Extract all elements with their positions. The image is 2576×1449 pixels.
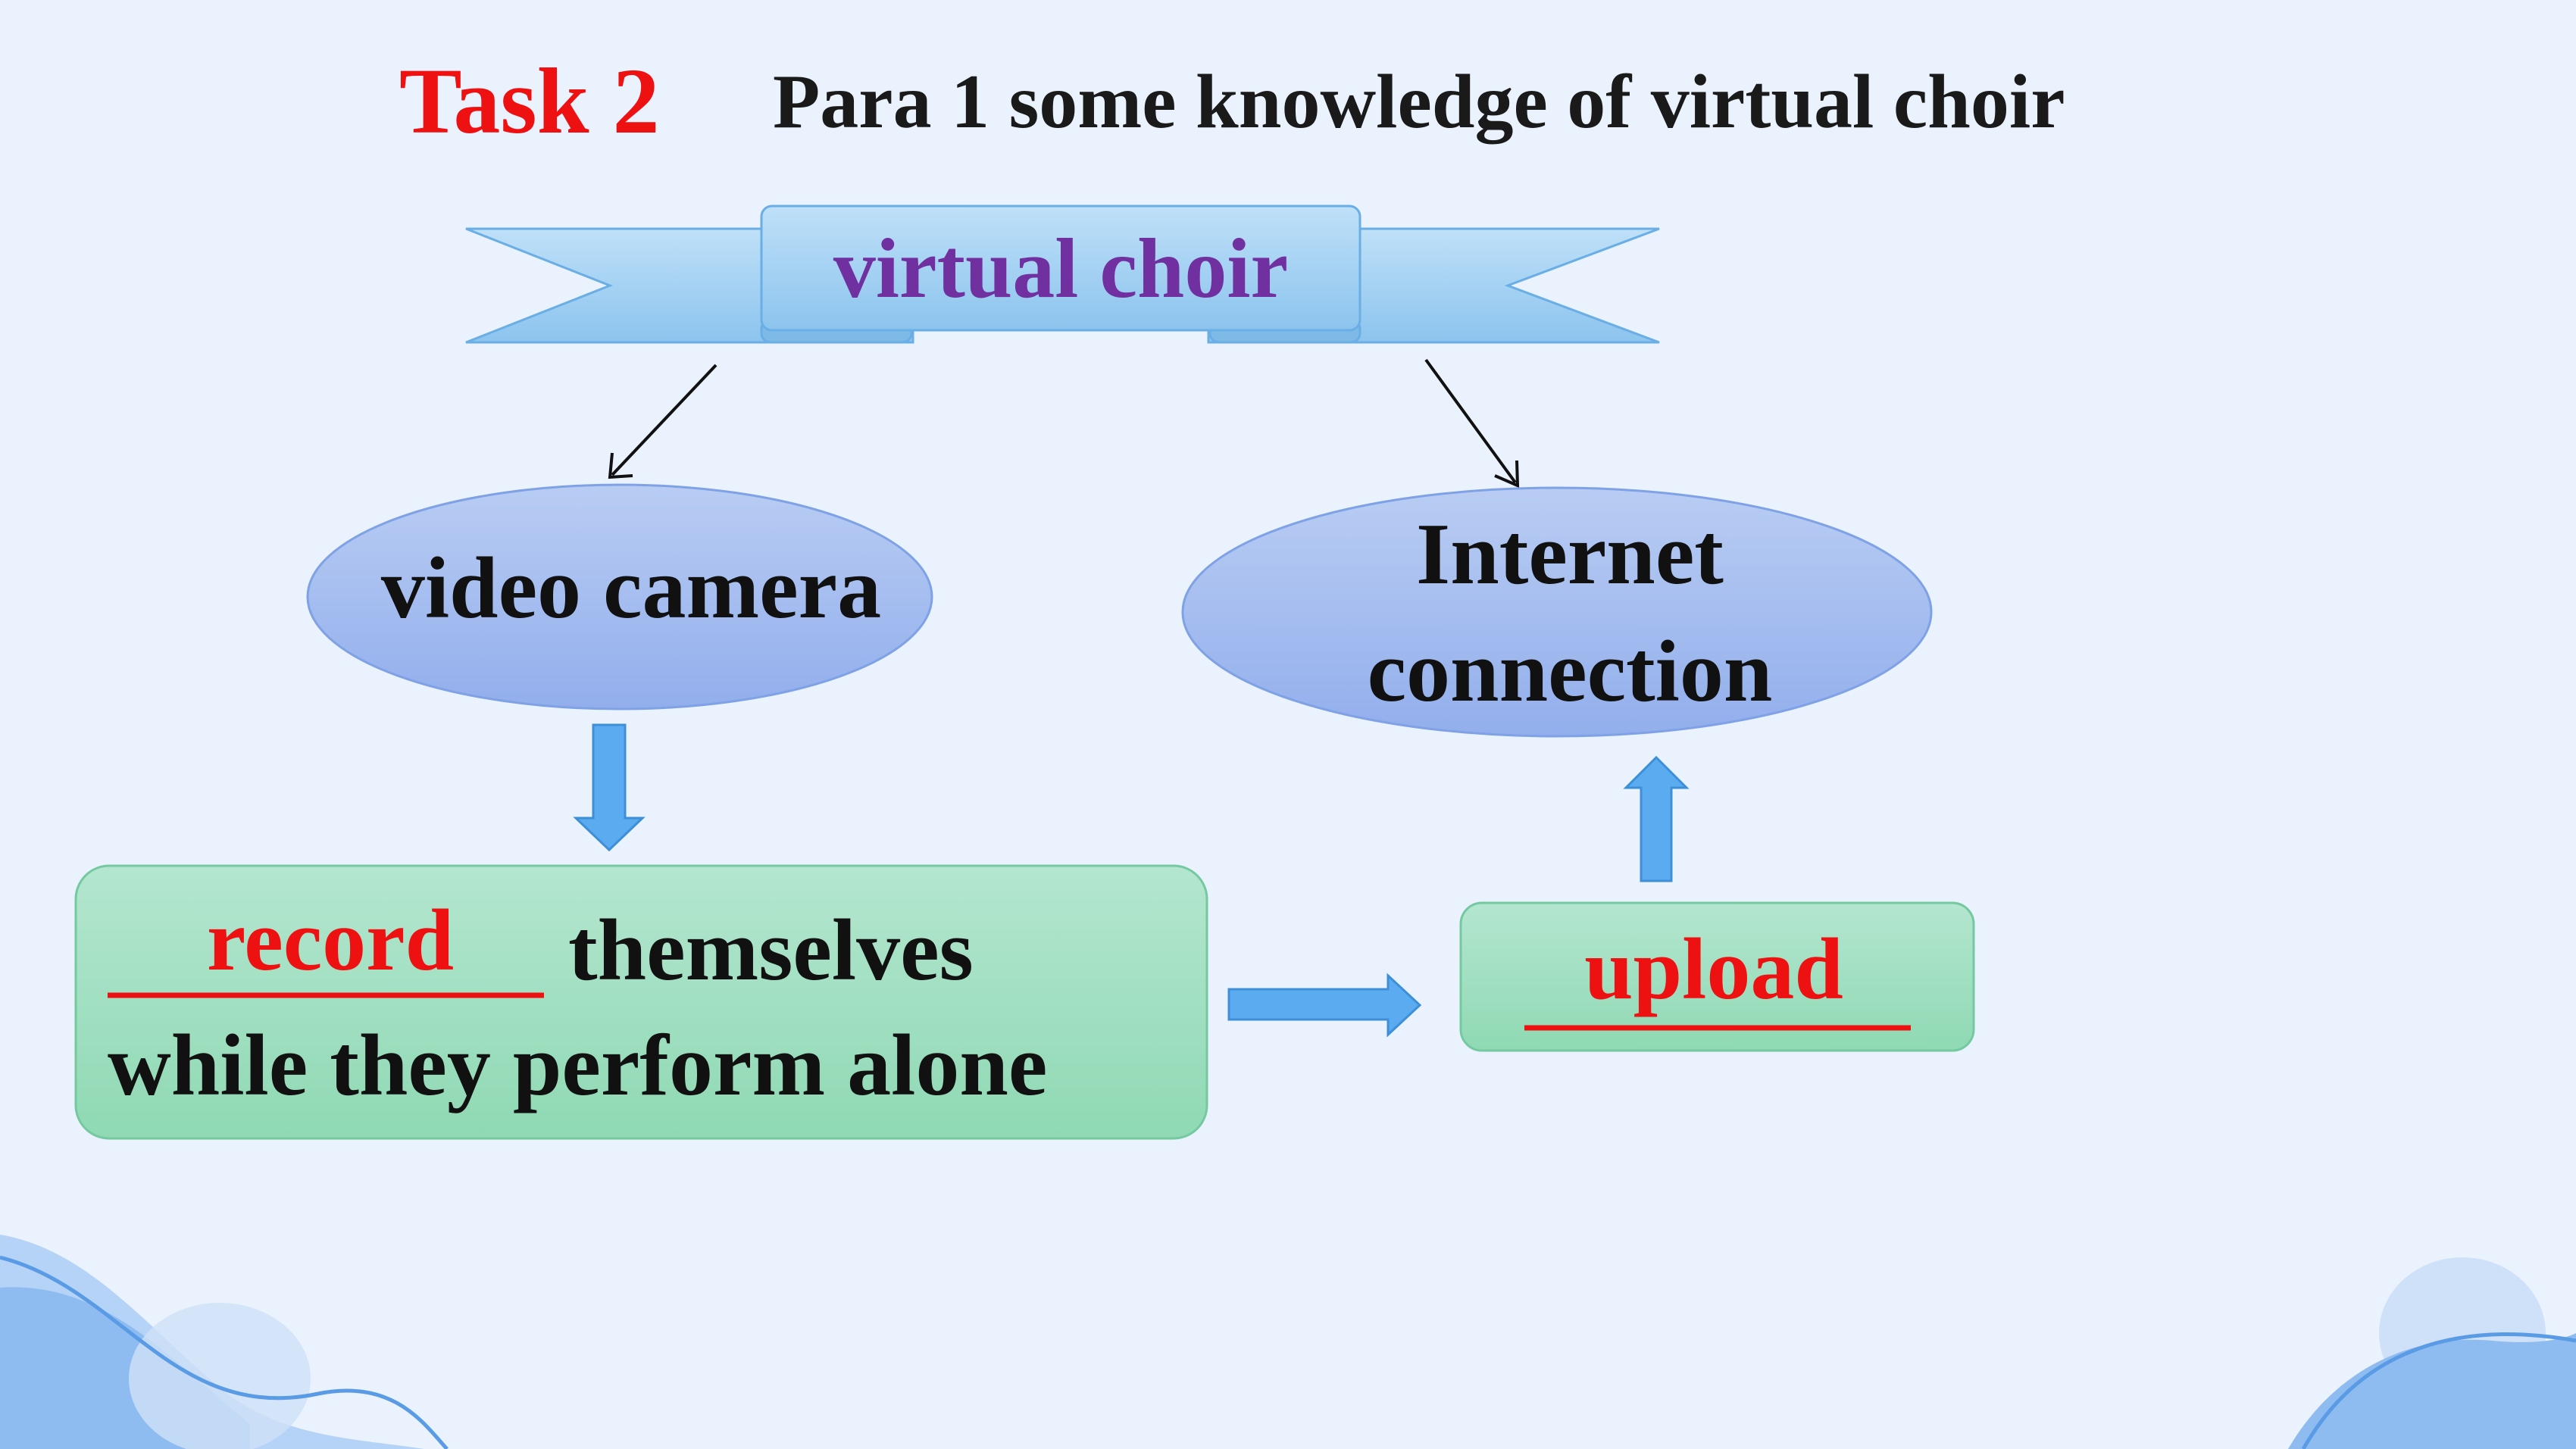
upload-answer: upload	[1584, 921, 1843, 1018]
record-line2-text: while they perform alone	[108, 1017, 1047, 1114]
record-answer: record	[207, 892, 454, 989]
page-title: Para 1 some knowledge of virtual choir	[773, 59, 2065, 145]
video-camera-node: video camera	[306, 483, 933, 710]
task-label: Task 2	[399, 49, 660, 153]
down-block-arrow	[573, 723, 646, 852]
record-line1-text: themselves	[568, 902, 974, 999]
up-block-arrow	[1623, 755, 1690, 882]
video-camera-label: video camera	[381, 540, 881, 637]
banner-label: virtual choir	[833, 222, 1288, 316]
decorative-waves-right	[2288, 1257, 2576, 1449]
internet-connection-node: Internet connection	[1181, 486, 1933, 738]
decorative-waves-left	[0, 1235, 449, 1449]
internet-label-line2: connection	[1368, 623, 1773, 720]
record-box: record themselves while they perform alo…	[74, 864, 1208, 1140]
connector-arrow-left	[608, 364, 717, 479]
virtual-choir-banner: virtual choir	[465, 205, 1660, 344]
upload-box: upload	[1459, 901, 1975, 1052]
internet-label-line1: Internet	[1416, 506, 1724, 603]
connector-arrow-right	[1424, 358, 1520, 489]
right-block-arrow	[1227, 973, 1422, 1038]
